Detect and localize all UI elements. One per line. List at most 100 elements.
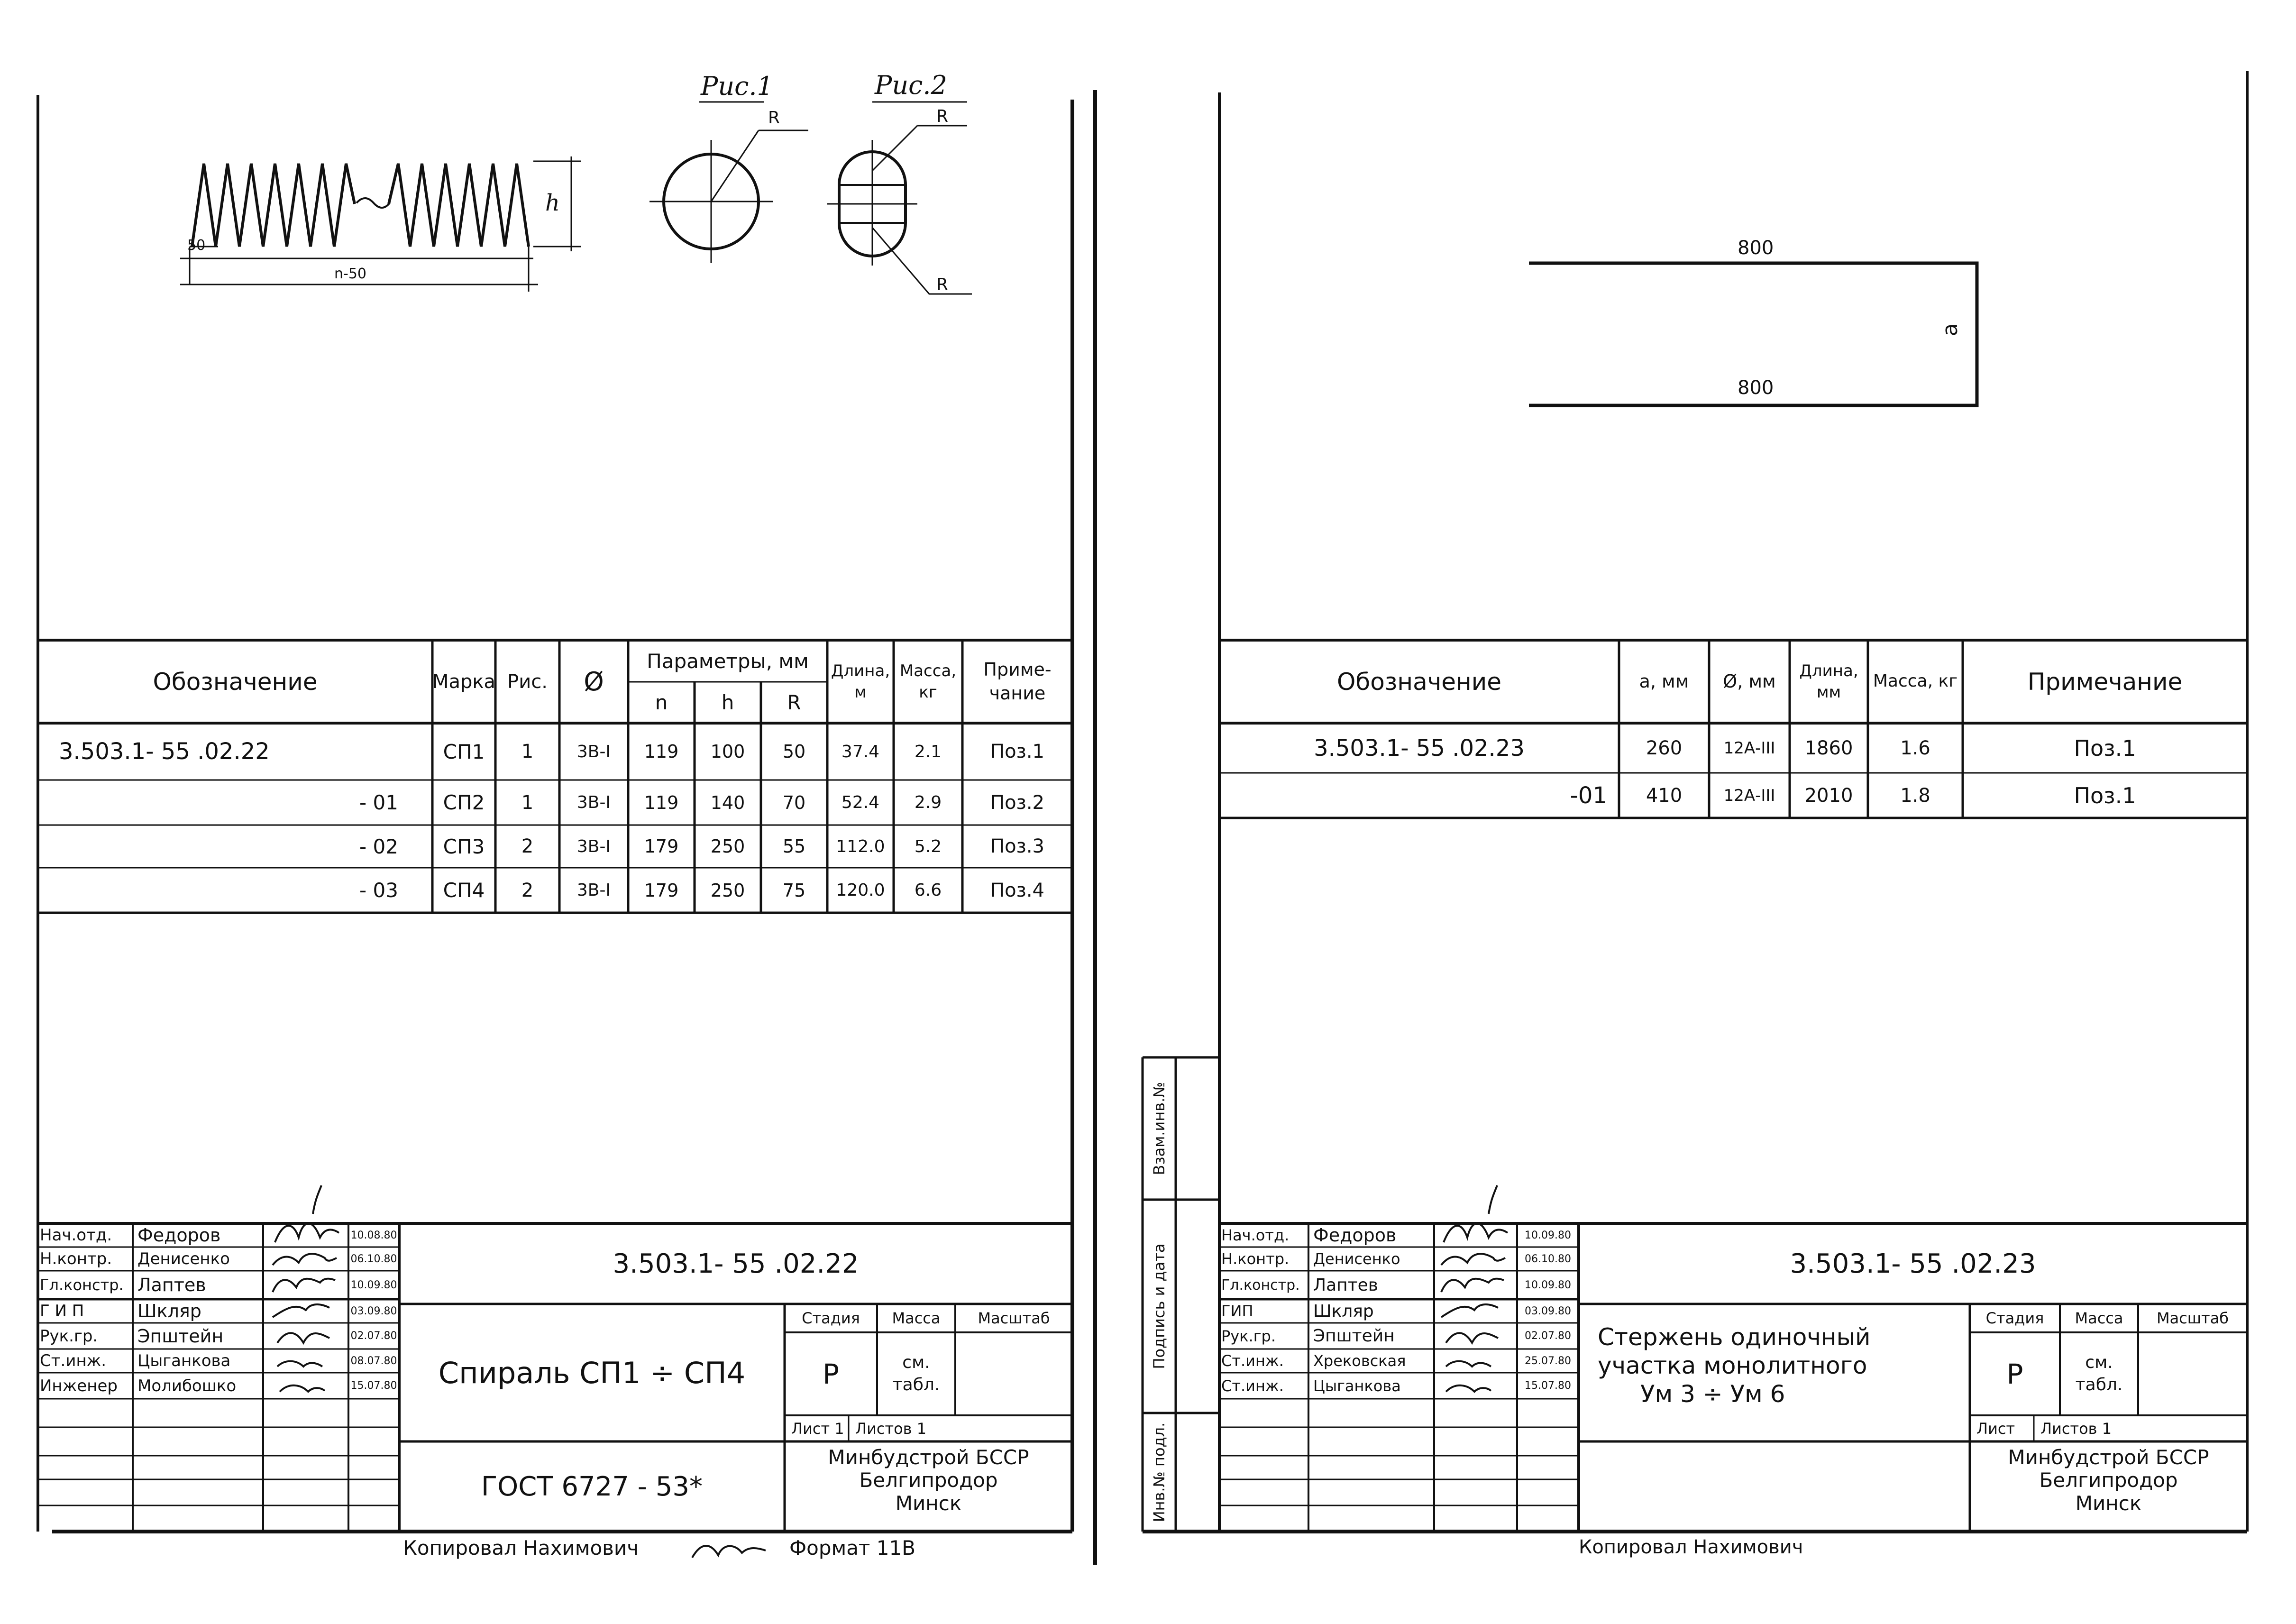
- table-row-mass: 2.9: [914, 793, 942, 812]
- table-row-note: Поз.2: [990, 791, 1044, 814]
- table-row-mark: СП1: [443, 740, 485, 763]
- header-param-n: n: [655, 691, 668, 714]
- right-doc-code: 3.503.1- 55 .02.23: [1790, 1248, 2036, 1279]
- table-row-mass: 5.2: [914, 836, 942, 856]
- left-doc-code: 3.503.1- 55 .02.22: [613, 1248, 859, 1279]
- table-row-fig: 2: [521, 835, 534, 857]
- signatures-left: [272, 1185, 766, 1558]
- left-sheets-label: Листов 1: [855, 1419, 927, 1438]
- table-row-note: Поз.3: [990, 835, 1044, 857]
- table-row-mass: 1.8: [1900, 784, 1930, 807]
- table-row-designation: - 03: [359, 879, 398, 902]
- table-row-n: 119: [644, 741, 679, 762]
- header-fig: Рис.: [507, 670, 548, 693]
- table-row-note: Поз.1: [2074, 735, 2136, 761]
- org-line: Минбудстрой БССР: [828, 1446, 1029, 1469]
- left-scale-label: Масштаб: [978, 1309, 1050, 1327]
- left-standard: ГОСТ 6727 - 53*: [481, 1471, 703, 1502]
- header-mark: Марка: [432, 670, 496, 693]
- table-row-mass: 6.6: [914, 881, 942, 900]
- right-stage-value: Р: [2006, 1358, 2023, 1390]
- left-copied: Копировал Нахимович: [403, 1536, 639, 1560]
- table-row-a: 410: [1646, 784, 1683, 807]
- table-row-diam: 12А-III: [1723, 786, 1775, 805]
- right-mass-value: см. табл.: [2075, 1352, 2123, 1395]
- rod-bottom-dim: 800: [1738, 377, 1774, 399]
- table-row-fig: 2: [521, 879, 534, 901]
- table-row-length: 1860: [1804, 737, 1853, 759]
- title-line: Ум 3 ÷ Ум 6: [1640, 1380, 1785, 1408]
- table-row-fig: 1: [521, 741, 534, 762]
- stamp-date: 10.09.80: [1525, 1229, 1571, 1241]
- table-row-diam: 3В-I: [576, 836, 611, 856]
- right-stamp-grid: [1219, 1222, 2247, 1532]
- stamp-role: Ст.инж.: [1221, 1376, 1284, 1395]
- stamp-name: Лаптев: [1313, 1275, 1379, 1295]
- table-row-r: 55: [782, 836, 806, 857]
- right-copied: Копировал Нахимович: [1579, 1536, 1803, 1558]
- table-row-designation: - 02: [359, 835, 398, 858]
- r-header-length: Длина, мм: [1799, 661, 1858, 702]
- stamp-name: Федоров: [137, 1225, 221, 1246]
- table-row-mark: СП2: [443, 791, 485, 814]
- left-stamp-grid: [38, 1222, 1072, 1532]
- stamp-name: Денисенко: [137, 1249, 230, 1268]
- table-row-r: 70: [782, 792, 806, 813]
- table-row-designation: 3.503.1- 55 .02.22: [59, 738, 270, 765]
- side-stamp-inv: Инв.№ подл.: [1150, 1422, 1168, 1523]
- stamp-name: Эпштейн: [1313, 1326, 1395, 1346]
- org-line: Белгипродор: [859, 1468, 998, 1492]
- left-stage-label: Стадия: [802, 1309, 860, 1327]
- stamp-role: Инженер: [40, 1376, 118, 1395]
- table-row-h: 250: [710, 836, 745, 857]
- left-format: Формат 11В: [789, 1536, 916, 1560]
- side-stamp-grid: [1141, 1056, 1219, 1532]
- title-line: участка монолитного: [1598, 1352, 1867, 1379]
- stamp-role: Гл.констр.: [40, 1276, 124, 1294]
- stamp-date: 15.07.80: [350, 1380, 397, 1392]
- table-row-r: 75: [782, 880, 806, 901]
- org-line: Минбудстрой БССР: [2008, 1446, 2209, 1469]
- table-row-length: 2010: [1804, 784, 1853, 807]
- stamp-role: Гл.констр.: [1221, 1276, 1300, 1294]
- right-table-grid: [1219, 639, 2247, 819]
- stamp-date: 10.09.80: [1525, 1279, 1571, 1291]
- spring-drawing: [180, 156, 581, 292]
- stamp-role: Н.контр.: [1221, 1250, 1290, 1268]
- stamp-name: Лаптев: [137, 1275, 206, 1295]
- r-header-a: a, мм: [1639, 670, 1689, 692]
- table-row-mark: СП4: [443, 879, 485, 902]
- stamp-date: 02.07.80: [1525, 1330, 1571, 1342]
- stamp-date: 15.07.80: [1525, 1380, 1571, 1392]
- header-params: Параметры, мм: [647, 649, 809, 673]
- stamp-role: Нач.отд.: [1221, 1226, 1290, 1244]
- stamp-role: Рук.гр.: [40, 1326, 98, 1346]
- table-row-h: 100: [710, 741, 745, 762]
- table-row-h: 140: [710, 792, 745, 813]
- rod-side-label: a: [1938, 323, 1962, 336]
- table-row-designation: 3.503.1- 55 .02.23: [1314, 734, 1525, 762]
- table-row-h: 250: [710, 880, 745, 901]
- left-table-grid: [38, 639, 1072, 914]
- table-row-r: 50: [782, 741, 806, 762]
- stamp-date: 03.09.80: [350, 1305, 397, 1317]
- stamp-role: Ст.инж.: [40, 1351, 107, 1370]
- table-row-mark: СП3: [443, 835, 485, 858]
- fig1-r-label: R: [768, 108, 780, 128]
- stamp-role: Рук.гр.: [1221, 1327, 1276, 1345]
- stamp-date: 06.10.80: [1525, 1253, 1571, 1265]
- stamp-role: Нач.отд.: [40, 1226, 112, 1245]
- stamp-role: Ст.инж.: [1221, 1352, 1284, 1370]
- stamp-date: 06.10.80: [350, 1253, 397, 1265]
- fig1-label: Рис.1: [701, 71, 773, 101]
- spring-span-label: n-50: [334, 266, 367, 282]
- table-row-diam: 3В-I: [576, 793, 611, 812]
- table-row-note: Поз.4: [990, 879, 1044, 901]
- left-mass-label: Масса: [892, 1309, 941, 1327]
- rod-top-dim: 800: [1738, 237, 1774, 259]
- stamp-date: 03.09.80: [1525, 1305, 1571, 1317]
- header-designation: Обозначение: [153, 668, 318, 696]
- org-line: Минск: [895, 1491, 962, 1515]
- left-org: Минбудстрой БССР Белгипродор Минск: [785, 1446, 1072, 1515]
